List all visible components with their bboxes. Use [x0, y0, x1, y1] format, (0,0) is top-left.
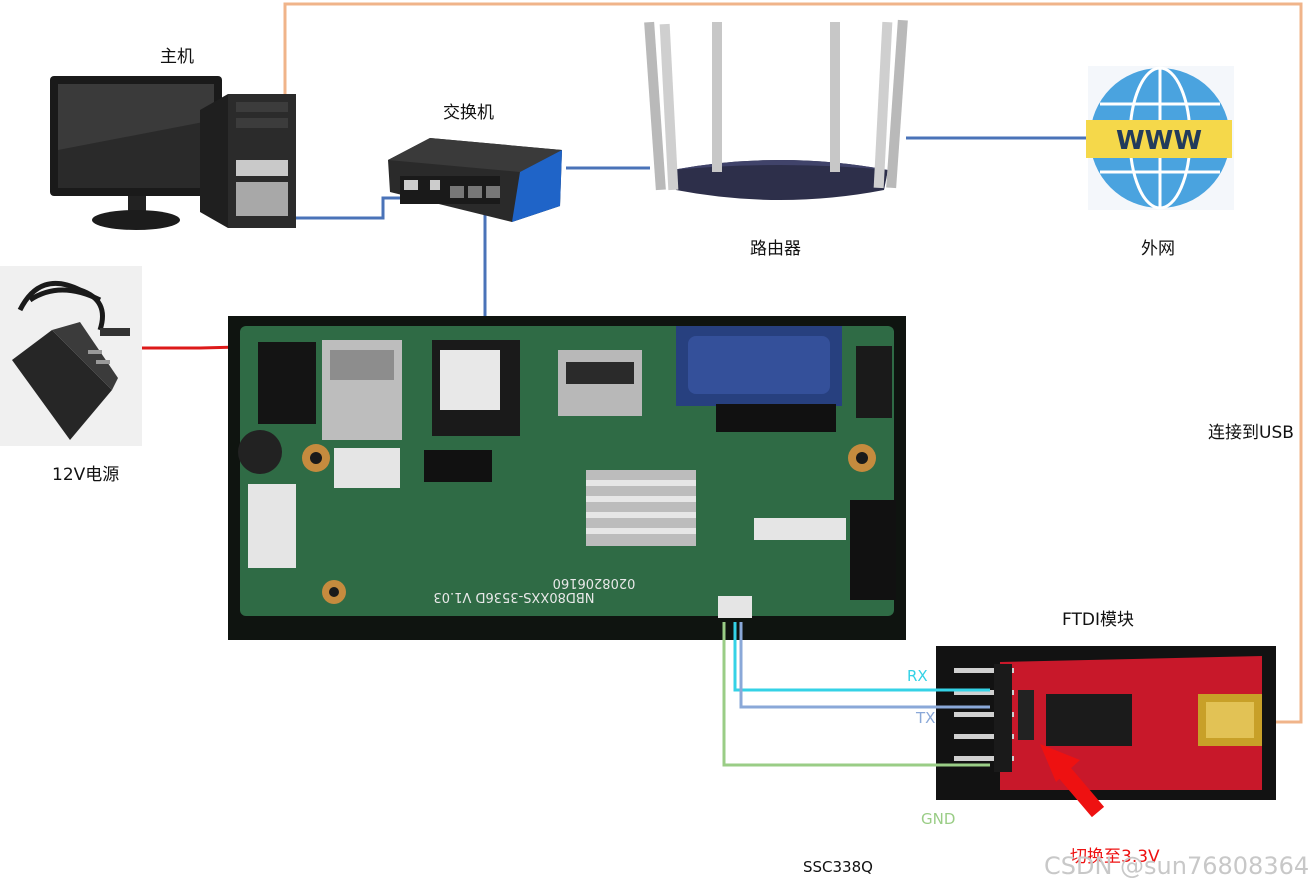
- host-label: 主机: [160, 47, 194, 67]
- pcb-silk-2: 0208206160: [553, 575, 636, 590]
- tx-wire: [739, 622, 990, 709]
- board-name-label: SSC338Q: [803, 858, 873, 876]
- www-text: WWW: [1116, 126, 1202, 156]
- usb-cable: [283, 2, 1303, 724]
- ftdi-label: FTDI模块: [1062, 610, 1134, 630]
- rx-label: RX: [907, 667, 928, 685]
- router-icon: [644, 19, 908, 200]
- switch-voltage-label: 切换至3.3V: [1070, 847, 1160, 867]
- gnd-wire: [722, 622, 990, 767]
- pc-tower-icon: [200, 94, 296, 228]
- ftdi-board-icon: [936, 646, 1276, 800]
- gnd-label: GND: [921, 810, 956, 828]
- power-adapter-icon: [0, 266, 142, 446]
- globe-icon: WWW: [1086, 66, 1234, 210]
- internet-label: 外网: [1141, 239, 1175, 259]
- monitor-icon: [50, 76, 222, 230]
- power-label: 12V电源: [52, 465, 120, 485]
- rx-wire: [733, 622, 990, 692]
- pcb-silk-1: NBD80XXS-3536D V1.03: [433, 589, 594, 604]
- pcb-board-icon: NBD80XXS-3536D V1.03 0208206160: [228, 316, 906, 640]
- usb-label: 连接到USB: [1208, 423, 1294, 443]
- switch-label: 交换机: [443, 103, 494, 123]
- arrow-icon: [1040, 744, 1105, 818]
- watermark: CSDN @sun76808364: [1044, 852, 1310, 880]
- switch-icon: [388, 138, 562, 222]
- tx-label: TX: [916, 709, 936, 727]
- router-label: 路由器: [750, 239, 801, 259]
